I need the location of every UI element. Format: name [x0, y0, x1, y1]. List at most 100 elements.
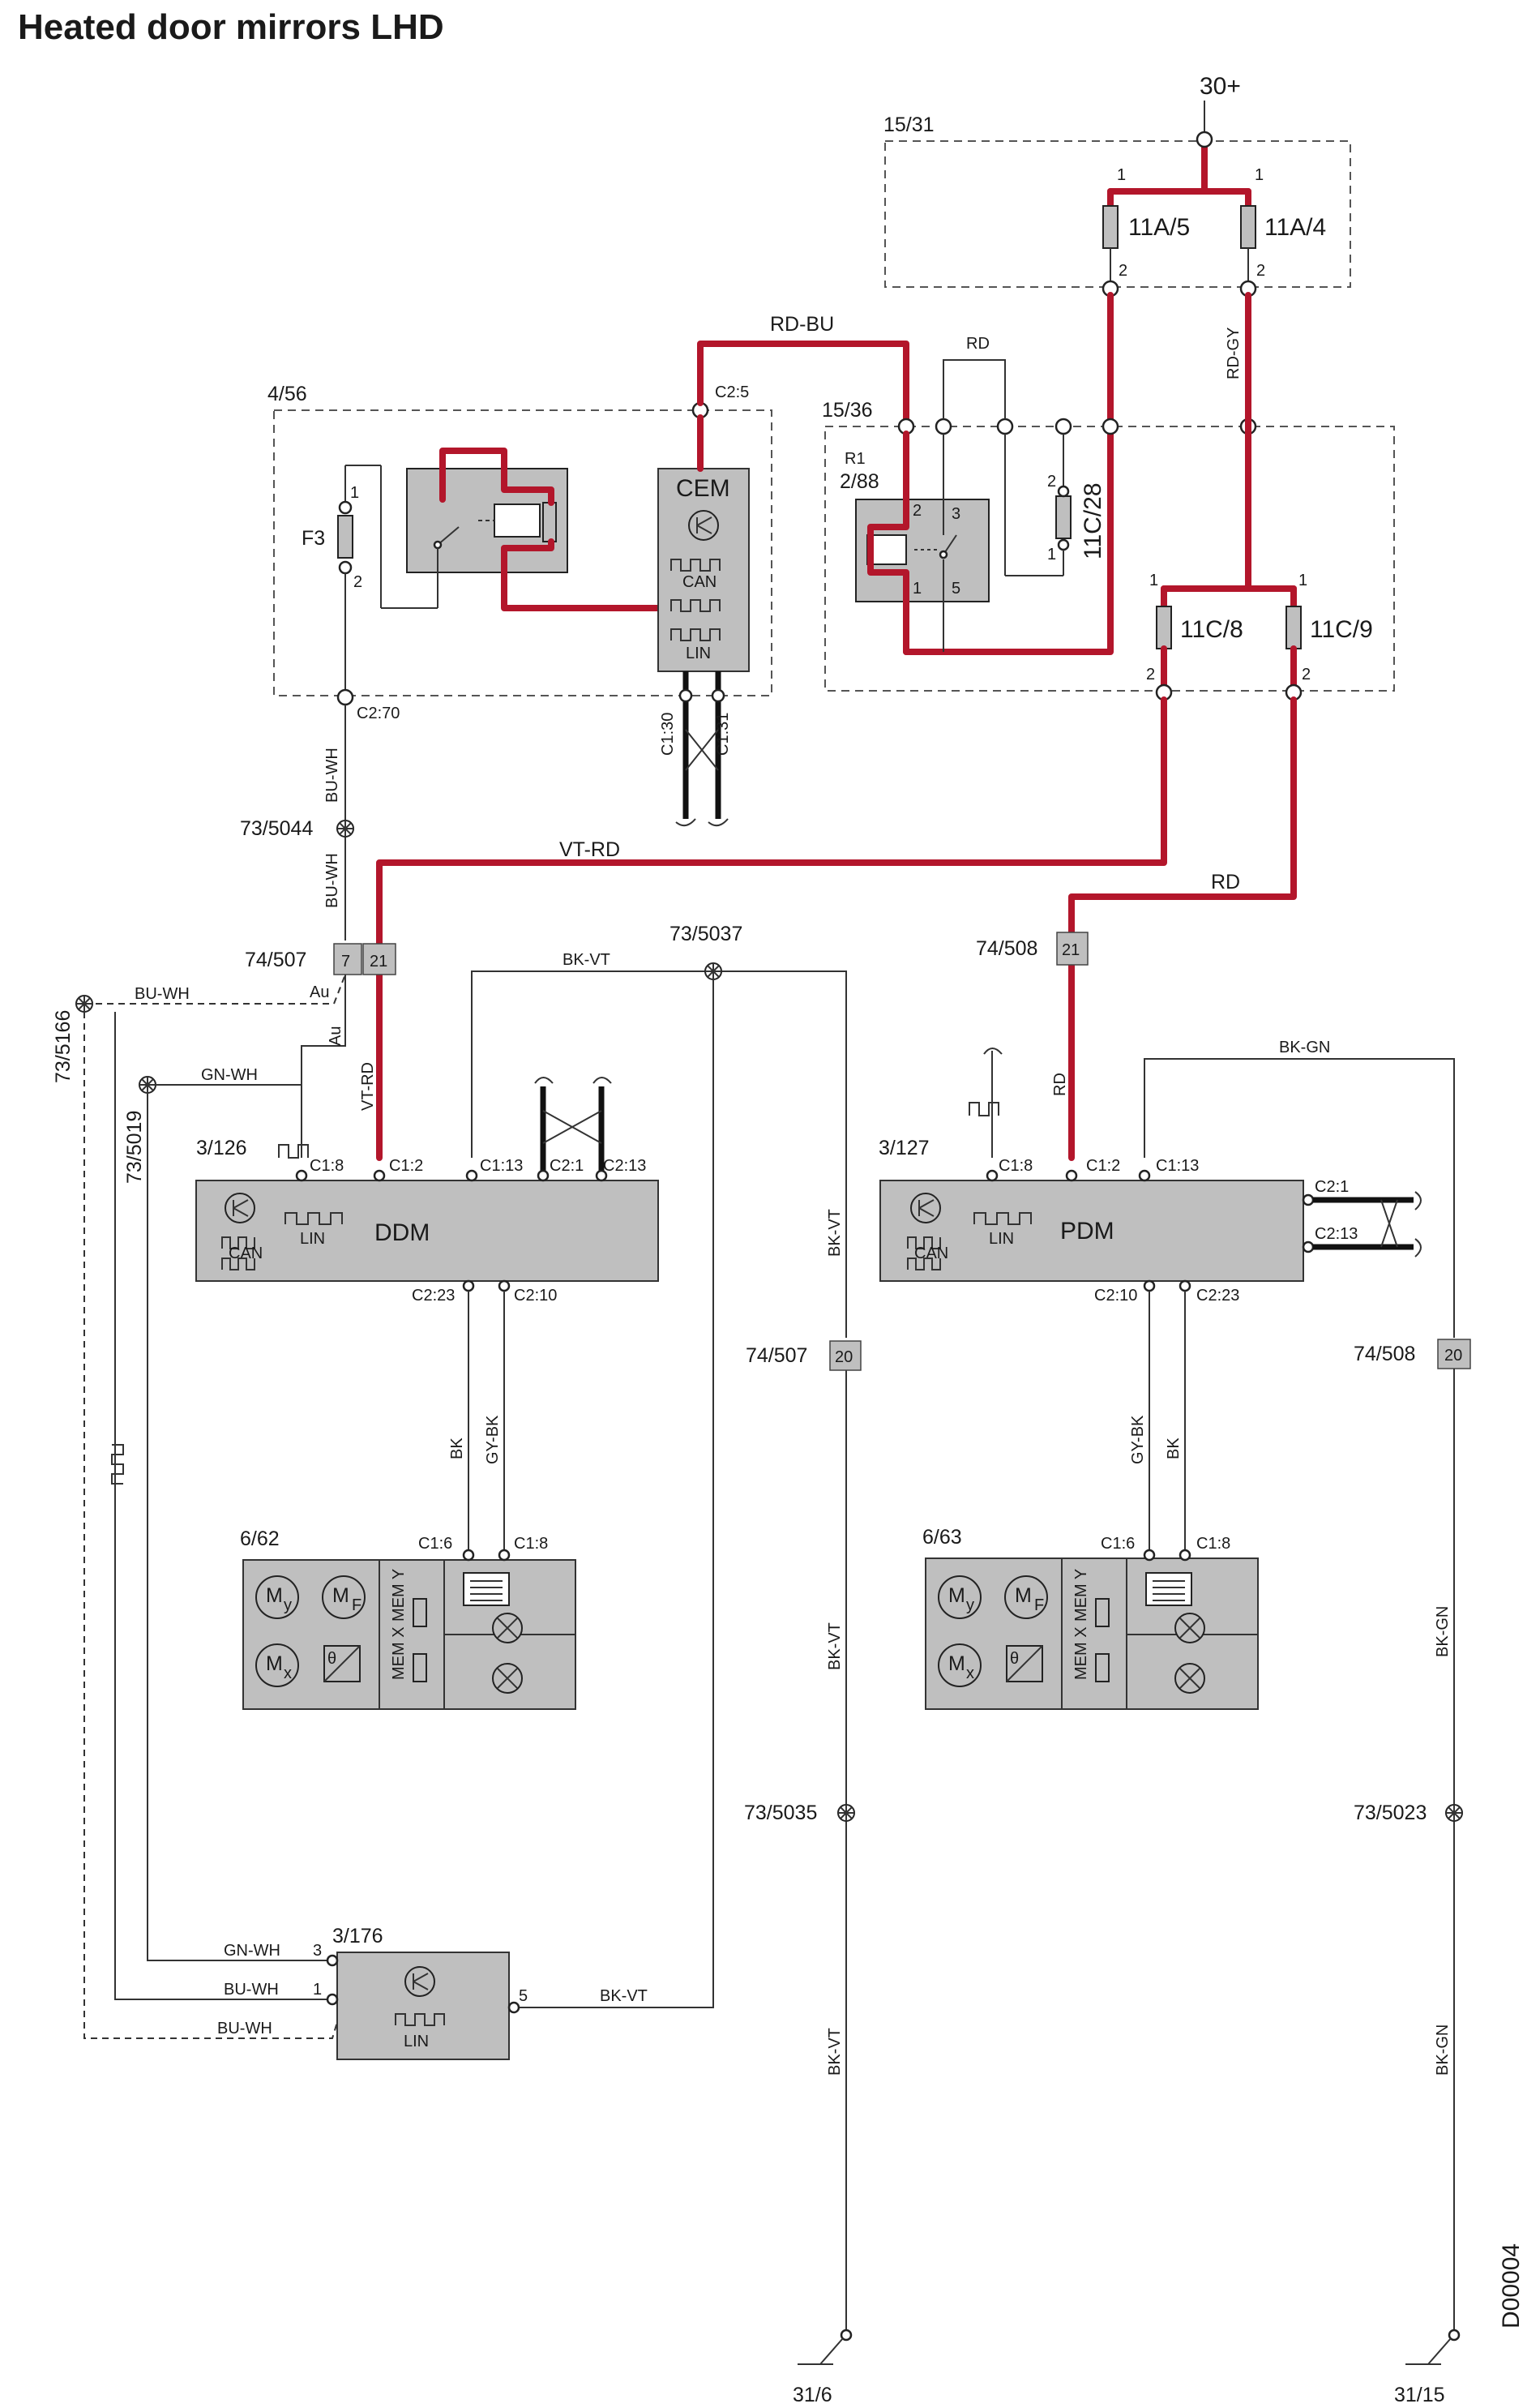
potentiometer-y-icon: [413, 1598, 427, 1627]
fuse-pin: 2: [1302, 666, 1311, 683]
mem-y-label: MEM Y: [1072, 1569, 1090, 1622]
wire-label-rd: RD: [966, 335, 990, 353]
wire-label-bk-vt: BK-VT: [826, 1622, 844, 1670]
splice-label-73-5044: 73/5044: [240, 817, 313, 840]
square-wave-icon: [670, 559, 721, 572]
module-id-3-127: 3/127: [879, 1137, 930, 1159]
wire-label-bk-gn: BK-GN: [1279, 1039, 1330, 1056]
square-wave-icon: [284, 1212, 343, 1225]
fuse-pin: 1: [1255, 166, 1264, 184]
pdm-pin: C2:10: [1094, 1287, 1137, 1305]
lin-pin: 5: [519, 1987, 528, 2005]
connector-label-74-508-bottom: 74/508: [1354, 1343, 1415, 1365]
square-wave-icon: [395, 2013, 445, 2026]
wire-label-gn-wh: GN-WH: [201, 1066, 258, 1084]
mem-y-label: MEM Y: [390, 1569, 408, 1622]
motor-label: M: [332, 1584, 349, 1607]
splice-73-5037: [704, 962, 722, 980]
wire-label-bk-gn: BK-GN: [1434, 1606, 1452, 1657]
ddm-pin: C1:8: [310, 1157, 344, 1175]
splice-73-5023: [1445, 1804, 1463, 1822]
pdm-label: PDM: [1060, 1218, 1114, 1245]
mirror-6-63: 6/63 C1:6 C1:8 M y M F M x θ MEM Y MEM X: [922, 1526, 1259, 1710]
motor-label: y: [284, 1596, 292, 1614]
wire-label-au: Au: [327, 1026, 344, 1046]
mirror-6-62: 6/62 C1:6 C1:8 M y M F M x θ MEM Y MEM X: [240, 1527, 576, 1710]
ddm-pin: C1:13: [480, 1157, 523, 1175]
connector-74-507-bottom: [829, 1340, 862, 1371]
wire-label-bu-wh: BU-WH: [323, 853, 341, 908]
potentiometer-y-icon: [1095, 1598, 1110, 1627]
mirror-pin: C1:6: [418, 1535, 452, 1553]
square-wave-icon: [221, 1258, 255, 1270]
connector-label-74-508: 74/508: [976, 937, 1037, 960]
fuse-label-f3: F3: [302, 527, 325, 550]
diagram-title: Heated door mirrors LHD: [18, 7, 444, 47]
lin-label: LIN: [404, 2033, 429, 2050]
relay-pin: 2: [913, 502, 922, 520]
wire-label-bk-gn: BK-GN: [1434, 2025, 1452, 2076]
wire-label-bk-vt: BK-VT: [826, 1209, 844, 1257]
wire-label-vt-rd: VT-RD: [559, 838, 620, 861]
wire-label-bu-wh: BU-WH: [224, 1981, 279, 1999]
transistor-icon: [404, 1966, 435, 1997]
ddm-twisted-pair: [534, 1077, 612, 1179]
transistor-icon: [688, 510, 719, 541]
connector-74-508-bottom: [1437, 1339, 1471, 1369]
splice-73-5166: [75, 995, 93, 1013]
can-label: CAN: [914, 1245, 948, 1262]
connector-pin: 21: [1062, 941, 1080, 959]
wire-label-rd-bu: RD-BU: [770, 313, 834, 336]
fuse-11a-4: [1240, 205, 1256, 249]
ground-label-31-6: 31/6: [793, 2384, 832, 2406]
fuse-pin: 1: [1047, 546, 1056, 563]
bk-vt-wiring: BK-VT 73/5037 BK-VT BK-VT BK-VT BK-VT 73…: [471, 923, 862, 2335]
square-wave-icon: [907, 1236, 941, 1249]
ddm-label: DDM: [374, 1219, 430, 1246]
box-label-15-36: 15/36: [822, 399, 873, 422]
square-wave-icon: [278, 1144, 309, 1159]
lin-pin: 1: [313, 1981, 322, 1999]
wire-label-gy-bk: GY-BK: [484, 1415, 502, 1464]
ddm-pin: C2:23: [412, 1287, 455, 1305]
cem-box-4-56: 4/56 F3 1 2 CEM CAN LIN C2:5: [267, 292, 1114, 827]
fuse-label-11c-28: 11C/28: [1080, 482, 1106, 559]
transistor-icon: [225, 1193, 255, 1223]
fuse-pin: 2: [1256, 262, 1265, 280]
ground-label-31-15: 31/15: [1394, 2384, 1445, 2406]
transistor-icon: [910, 1193, 941, 1223]
mirror-pin: C1:8: [514, 1535, 548, 1553]
wire-label-gn-wh: GN-WH: [224, 1942, 280, 1960]
lin-pin: 3: [313, 1942, 322, 1960]
fuse-label-11c-9: 11C/9: [1310, 616, 1373, 643]
motor-label: x: [966, 1665, 974, 1682]
motor-label: F: [352, 1596, 361, 1614]
square-wave-icon: [221, 1236, 255, 1249]
wire-label-rd-vertical: RD: [1051, 1073, 1069, 1096]
splice-73-5044: [336, 820, 354, 838]
fuse-label-11c-8: 11C/8: [1180, 616, 1243, 643]
fuse-label-11a-5: 11A/5: [1128, 214, 1190, 241]
fuse-box-15-31: 15/31 30+ 1 2 11A/5 1 2 11A/4: [883, 73, 1351, 298]
fuse-pin: 2: [1047, 473, 1056, 491]
fuse-pin: 2: [353, 573, 362, 591]
pdm-pin: C1:2: [1086, 1157, 1120, 1175]
pin-c1-30: C1:30: [659, 713, 677, 756]
fuse-pin: 2: [1119, 262, 1127, 280]
relay-pin: 1: [913, 580, 922, 598]
motor-x-icon: [938, 1643, 982, 1687]
connector-74-507-top: 7 21 74/507: [245, 943, 396, 975]
splice-label-73-5037: 73/5037: [669, 923, 742, 945]
wire-label-au: Au: [310, 983, 329, 1001]
square-wave-icon: [670, 628, 721, 641]
fuse-pin: 2: [1146, 666, 1155, 683]
connector-pin: 7: [341, 953, 350, 970]
fuse-pin: 1: [1298, 572, 1307, 589]
wire-label-bu-wh: BU-WH: [323, 748, 341, 803]
bk-gn-wiring: 20 74/508 BK-GN BK-GN 73/5023: [1354, 1339, 1471, 2335]
wire-label-gy-bk: GY-BK: [1129, 1415, 1147, 1464]
square-wave-icon: [907, 1258, 941, 1270]
wire-label-rd-gy: RD-GY: [1225, 328, 1243, 379]
ddm-module-3-126: 3/126 C1:8 C1:2 C1:13 C2:1 C2:13 CAN LIN…: [195, 1137, 659, 1555]
